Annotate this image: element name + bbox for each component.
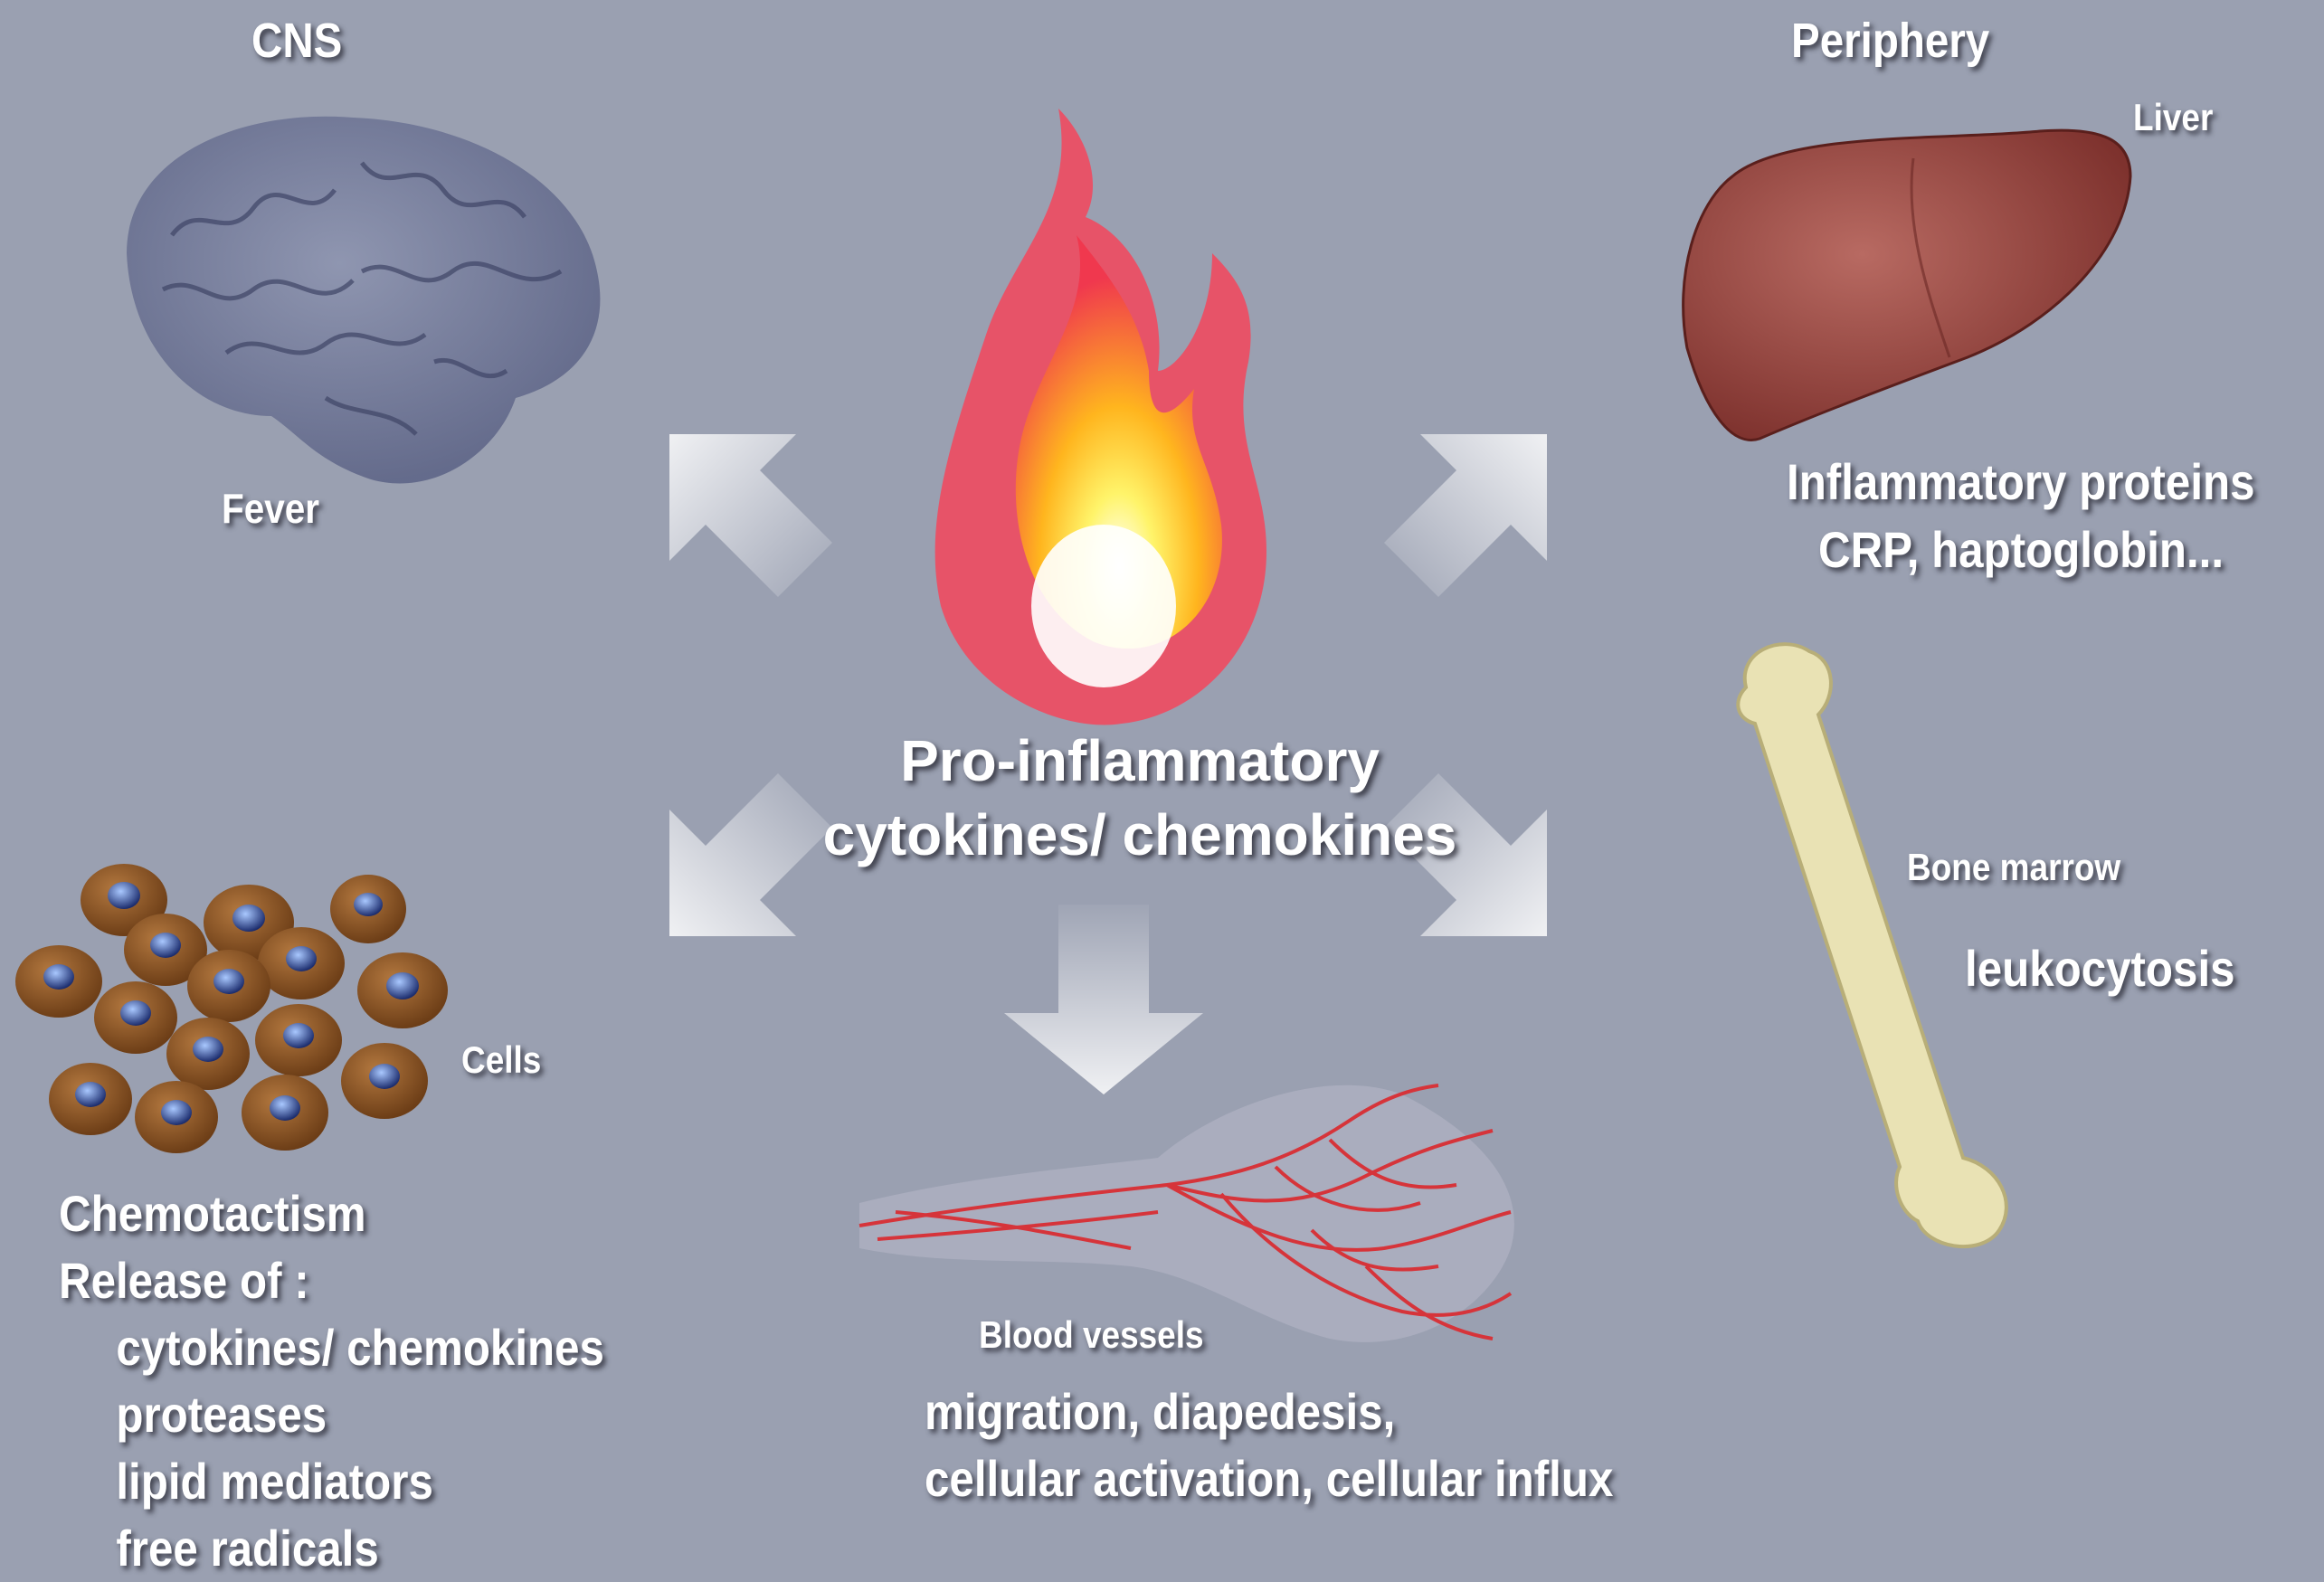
arrow-down-icon: [1004, 905, 1203, 1094]
cns-title: CNS: [251, 13, 342, 69]
release-item: cytokines/ chemokines: [59, 1314, 604, 1381]
blood-vessels-effects: migration, diapedesis, cellular activati…: [925, 1378, 1613, 1512]
flame-icon: [887, 99, 1303, 733]
arrow-down-left-icon: [669, 773, 832, 936]
release-item: lipid mediators: [59, 1448, 604, 1515]
liver-effect-line-1: Inflammatory proteins: [1787, 452, 2255, 511]
liver-effect-line-2: CRP, haptoglobin...: [1818, 520, 2224, 579]
leukocytosis-label: leukocytosis: [1965, 939, 2235, 998]
release-of-line: Release of :: [59, 1247, 604, 1314]
blood-vessels-label: Blood vessels: [979, 1313, 1204, 1357]
arrow-up-right-icon: [1384, 434, 1547, 597]
release-item: proteases: [59, 1381, 604, 1448]
periphery-title: Periphery: [1791, 13, 1989, 69]
cells-icon: [14, 859, 466, 1167]
chemotactism-line: Chemotactism: [59, 1180, 604, 1247]
fever-label: Fever: [222, 484, 319, 533]
liver-label: Liver: [2133, 96, 2213, 139]
liver-icon: [1678, 122, 2149, 448]
center-line-2: cytokines/ chemokines: [814, 798, 1466, 872]
blood-vessels-effect-line-1: migration, diapedesis,: [925, 1378, 1613, 1445]
arrow-up-left-icon: [669, 434, 832, 597]
release-item: free radicals: [59, 1515, 604, 1582]
center-line-1: Pro-inflammatory: [814, 724, 1466, 798]
blood-vessels-effect-line-2: cellular activation, cellular influx: [925, 1445, 1613, 1512]
brain-icon: [90, 90, 633, 525]
cells-effects: Chemotactism Release of : cytokines/ che…: [59, 1180, 604, 1582]
center-label: Pro-inflammatory cytokines/ chemokines: [814, 724, 1466, 872]
bone-marrow-label: Bone marrow: [1907, 846, 2120, 889]
cells-label: Cells: [461, 1038, 541, 1082]
